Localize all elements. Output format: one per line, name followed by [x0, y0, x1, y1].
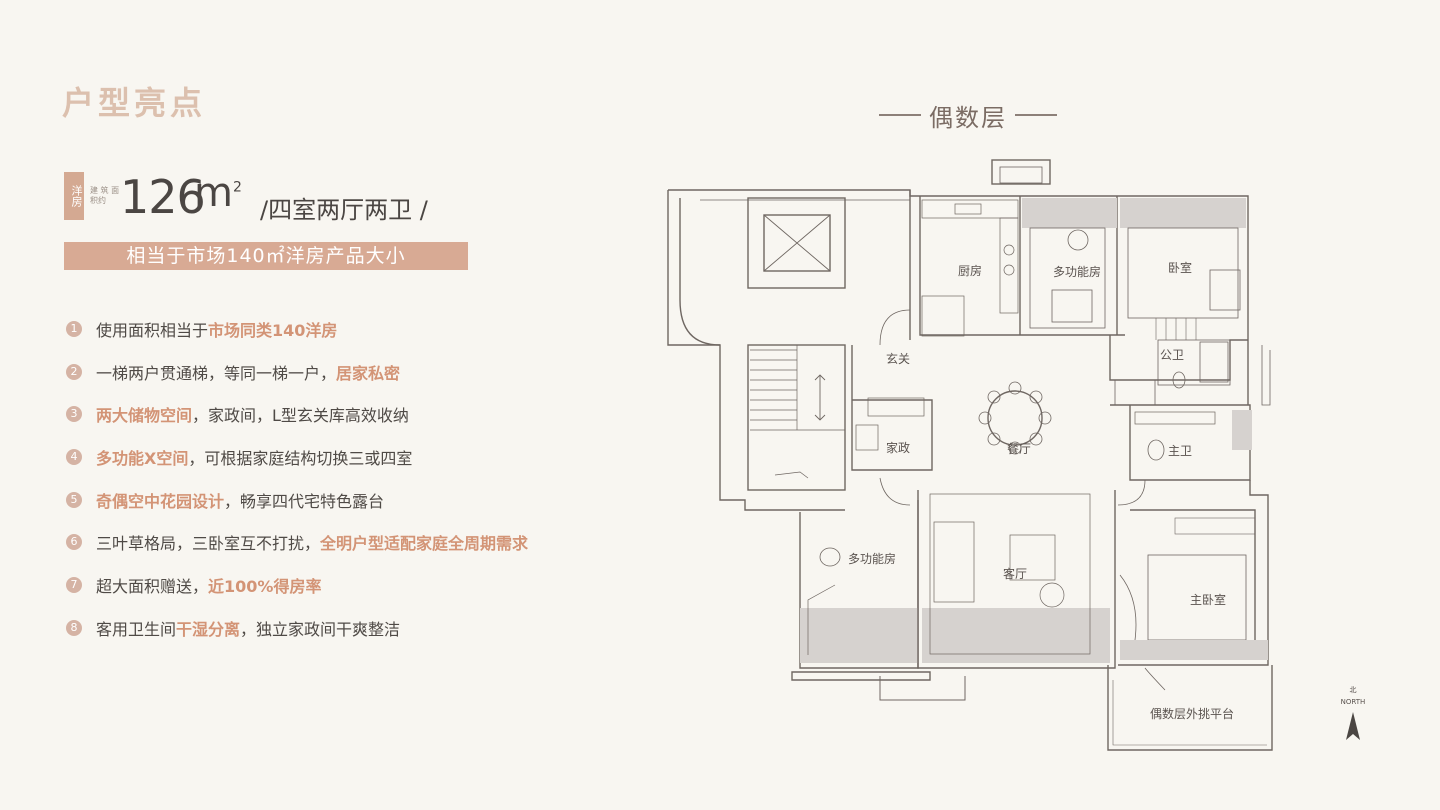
room-master-bedroom: 主卧室 — [1190, 592, 1226, 607]
feature-number: 1 — [66, 321, 82, 337]
feature-text: 客用卫生间 — [96, 619, 177, 639]
feature-highlight: 市场同类140洋房 — [208, 321, 338, 340]
area-unit: m2 — [194, 170, 242, 216]
svg-text:NORTH: NORTH — [1341, 698, 1366, 706]
feature-number: 5 — [66, 491, 82, 508]
feature-highlight: 干湿分离 — [176, 619, 241, 639]
feature-text: 使用面积相当于 — [96, 321, 209, 340]
room-multi-function-2: 多功能房 — [848, 551, 896, 566]
room-entry: 玄关 — [886, 351, 910, 366]
feature-highlight: 多功能X空间 — [96, 449, 189, 469]
feature-text: ，家政间，L型玄关库高效收纳 — [192, 406, 409, 426]
feature-highlight: 近100%得房率 — [208, 577, 322, 597]
title-dash-left — [879, 114, 921, 116]
feature-highlight: 全明户型适配家庭全周期需求 — [320, 534, 529, 554]
room-dining: 餐厅 — [1007, 441, 1031, 456]
feature-text: 三叶草格局，三卧室互不打扰， — [96, 534, 321, 554]
feature-text: ，可根据家庭结构切换三或四室 — [188, 449, 413, 469]
page-title: 户型亮点 — [62, 84, 207, 122]
feature-number: 2 — [66, 363, 82, 380]
feature-item: 1 使用面积相当于市场同类140洋房 — [66, 318, 528, 340]
floorplan-title: 偶数层 — [872, 100, 1064, 132]
feature-text: ，独立家政间干爽整洁 — [240, 619, 401, 639]
svg-text:北: 北 — [1350, 686, 1357, 694]
feature-highlight: 两大储物空间 — [96, 406, 193, 426]
feature-item: 6 三叶草格局，三卧室互不打扰，全明户型适配家庭全周期需求 — [66, 531, 528, 553]
feature-item: 8 客用卫生间干湿分离，独立家政间干爽整洁 — [66, 617, 528, 639]
feature-item: 5 奇偶空中花园设计，畅享四代宅特色露台 — [66, 489, 528, 511]
room-housekeeping: 家政 — [886, 440, 910, 455]
feature-item: 7 超大面积赠送，近100%得房率 — [66, 574, 528, 596]
feature-highlight: 奇偶空中花园设计 — [96, 491, 225, 511]
feature-number: 7 — [66, 577, 82, 594]
room-multi-function-1: 多功能房 — [1053, 264, 1101, 279]
feature-highlight: 居家私密 — [336, 363, 401, 383]
layout-description: /四室两厅两卫 / — [260, 196, 428, 224]
room-bedroom: 卧室 — [1168, 260, 1192, 275]
area-small-label: 建 筑 面积约 — [90, 186, 120, 205]
title-dash-right — [1015, 114, 1057, 116]
room-platform: 偶数层外挑平台 — [1150, 706, 1234, 721]
feature-item: 4 多功能X空间，可根据家庭结构切换三或四室 — [66, 446, 528, 468]
feature-item: 2 一梯两户贯通梯，等同一梯一户，居家私密 — [66, 361, 528, 383]
room-living: 客厅 — [1003, 566, 1027, 581]
feature-text: 一梯两户贯通梯，等同一梯一户， — [96, 363, 337, 383]
type-badge: 洋房 — [64, 172, 84, 220]
feature-number: 4 — [66, 449, 82, 466]
feature-item: 3 两大储物空间，家政间，L型玄关库高效收纳 — [66, 403, 528, 425]
room-public-bath: 公卫 — [1160, 348, 1184, 362]
area-number: 126 — [120, 170, 206, 224]
room-kitchen: 厨房 — [958, 263, 982, 278]
size-banner: 相当于市场140㎡洋房产品大小 — [64, 242, 468, 270]
feature-number: 6 — [66, 534, 82, 551]
feature-text: 超大面积赠送， — [96, 577, 209, 597]
feature-number: 8 — [66, 619, 82, 636]
room-master-bath: 主卫 — [1168, 444, 1192, 458]
feature-number: 3 — [66, 406, 82, 423]
feature-text: ，畅享四代宅特色露台 — [224, 491, 385, 511]
north-arrow-icon: 北 NORTH — [1341, 686, 1366, 740]
feature-list: 1 使用面积相当于市场同类140洋房 2 一梯两户贯通梯，等同一梯一户，居家私密 3 两大… — [66, 318, 528, 660]
